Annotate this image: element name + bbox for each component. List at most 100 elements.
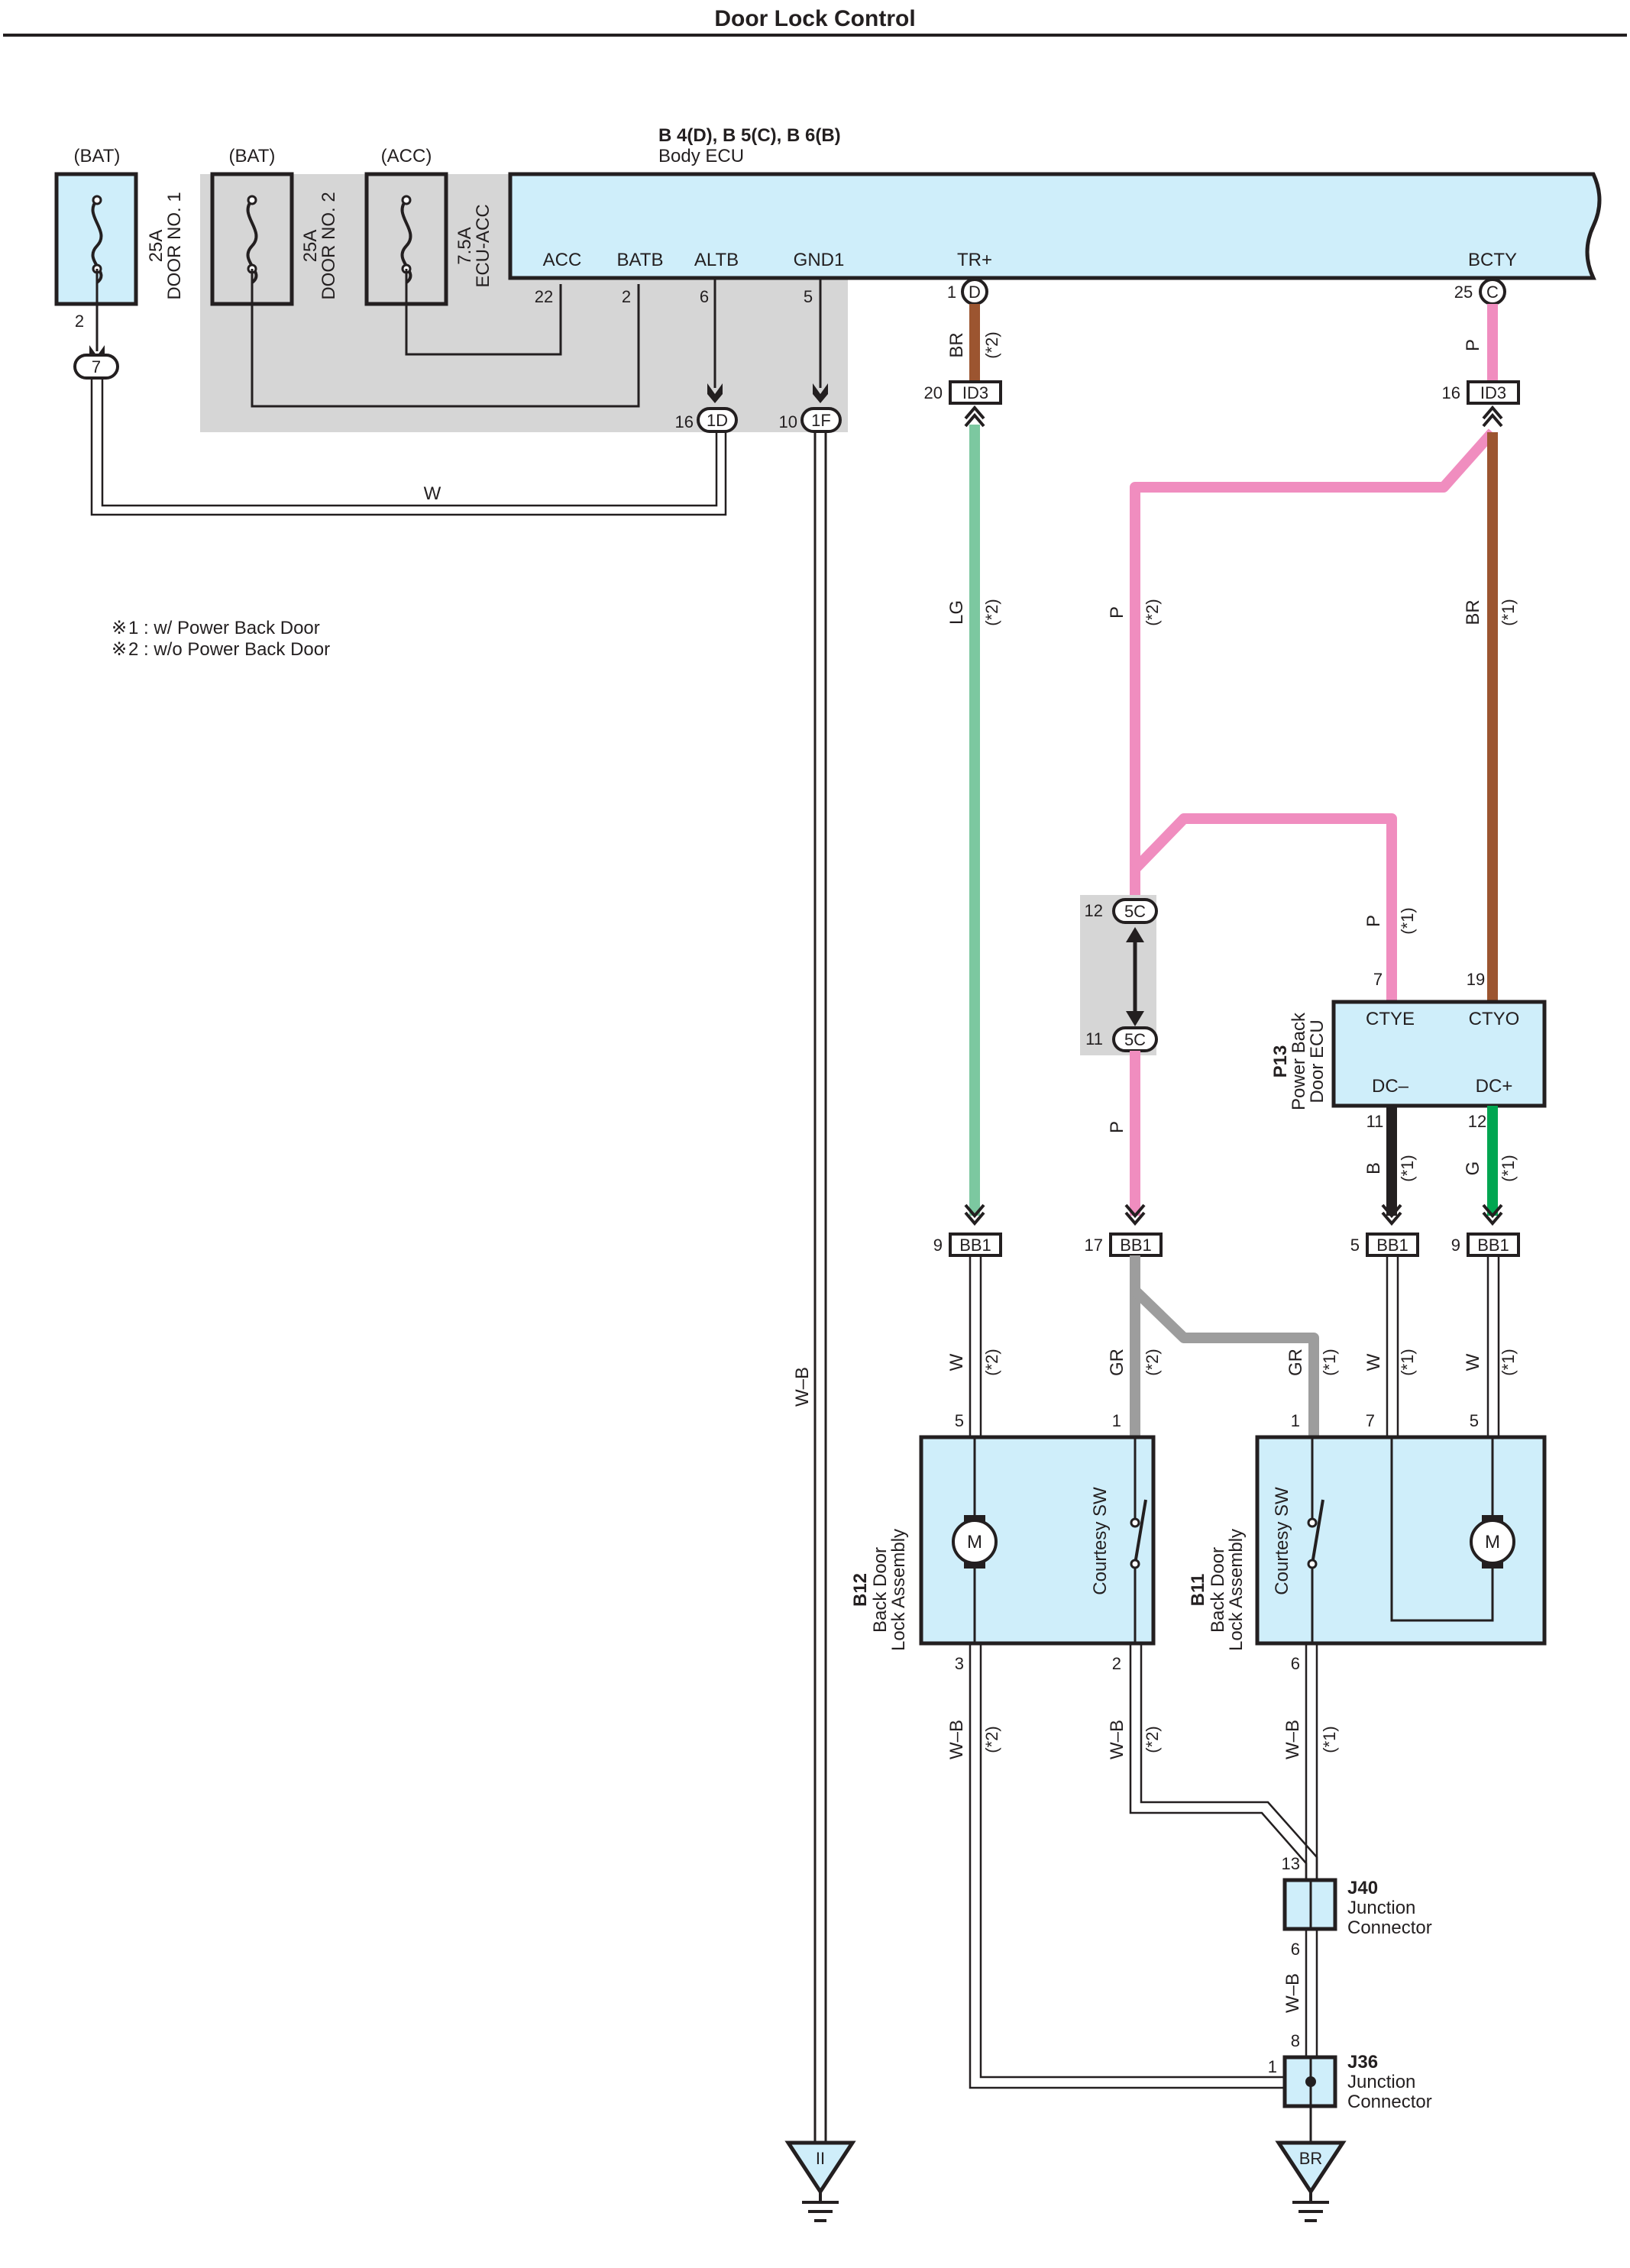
conn-id3-left xyxy=(949,380,1002,405)
note-mark-1: ※ xyxy=(112,618,127,638)
note-1: 1 : w/ Power Back Door xyxy=(128,618,320,638)
fuse3-symbol xyxy=(400,199,412,284)
term-gnd1: GND1 xyxy=(794,250,845,270)
j36-node xyxy=(1305,2076,1316,2087)
wire-gr-b11-note: (*1) xyxy=(1320,1349,1339,1375)
wire-w-b11b xyxy=(1486,1255,1500,1437)
b12-motor xyxy=(952,1519,998,1565)
pbd-ecu-box xyxy=(1331,1000,1547,1108)
fuse2-source: (BAT) xyxy=(229,146,276,166)
pin-bb1-1: 9 xyxy=(933,1236,943,1255)
wire-w-b12-label: W xyxy=(946,1353,967,1371)
fuse3-dot-top xyxy=(401,195,412,205)
pin-5c-bot: 11 xyxy=(1085,1029,1103,1048)
ground-br xyxy=(1275,2140,1347,2195)
wire-lg-label: LG xyxy=(946,600,967,625)
wire-w-b12 xyxy=(969,1255,982,1437)
j40-line2: Connector xyxy=(1347,1917,1432,1938)
wire-w-b11b-note: (*1) xyxy=(1499,1349,1518,1375)
j36-line2: Connector xyxy=(1347,2092,1432,2112)
wire-p-ecu xyxy=(1130,813,1397,1002)
b11-name-2: Lock Assembly xyxy=(1226,1529,1247,1651)
wire-wb-b12b-label: W–B xyxy=(1107,1720,1127,1759)
term-ctye: CTYE xyxy=(1366,1009,1415,1029)
fuse1-symbol xyxy=(91,199,103,284)
conn-bb1-2-label: BB1 xyxy=(1120,1236,1152,1255)
wire-w-b12-note: (*2) xyxy=(982,1349,1001,1375)
j40-line1: Junction xyxy=(1347,1898,1415,1918)
wire-p-mid xyxy=(1130,428,1497,906)
arrow-1d xyxy=(707,383,723,403)
term-trplus: TR+ xyxy=(957,250,992,270)
arrow-id3-right xyxy=(1482,405,1503,428)
wire-wb-b12b-note: (*2) xyxy=(1143,1726,1162,1753)
pin-id3-left: 20 xyxy=(924,383,943,402)
wire-b-dc-note: (*1) xyxy=(1398,1155,1417,1181)
term-batb: BATB xyxy=(617,250,664,270)
wire-wb-b12b xyxy=(1129,1643,1318,1880)
wire-gr-b11 xyxy=(1131,1286,1319,1437)
conn-id3-right-label: ID3 xyxy=(1480,383,1506,402)
conn-id3-right xyxy=(1467,380,1520,405)
fuse1-source: (BAT) xyxy=(74,146,121,166)
wire-g-dc-label: G xyxy=(1463,1161,1483,1176)
fuse2-dot-top xyxy=(247,195,257,205)
fuse3-source: (ACC) xyxy=(381,146,432,166)
wire-wb-junction xyxy=(1305,1929,1318,2057)
pbd-ecu-name-2: Door ECU xyxy=(1307,1019,1328,1103)
pin-bb1-3: 5 xyxy=(1350,1236,1360,1255)
b12-switch-label: Courtesy SW xyxy=(1090,1487,1111,1595)
b12-code: B12 xyxy=(850,1573,871,1607)
body-ecu-box xyxy=(508,172,1602,280)
conn-bb1-3 xyxy=(1366,1233,1419,1257)
j40-code: J40 xyxy=(1347,1878,1378,1898)
pin-dcplus: 12 xyxy=(1468,1112,1486,1131)
pin-b12-sw-top: 1 xyxy=(1112,1411,1121,1430)
ecu-connectors: B 4(D), B 5(C), B 6(B) xyxy=(658,125,841,146)
conn-7-label: 7 xyxy=(92,357,101,376)
b11-switch-dot-top xyxy=(1307,1517,1318,1528)
wire-p-top-label: P xyxy=(1463,339,1483,351)
pin-b12-sw-bottom: 2 xyxy=(1112,1654,1121,1673)
wire-p-low-label: P xyxy=(1107,1121,1127,1133)
ground-br-label: BR xyxy=(1299,2149,1323,2168)
pin-b11-in7: 7 xyxy=(1366,1411,1375,1430)
b12-switch-blade xyxy=(1134,1499,1147,1565)
b12-motor-label: M xyxy=(967,1532,982,1552)
b11-motor-label: M xyxy=(1485,1532,1500,1552)
j36-line1: Junction xyxy=(1347,2072,1415,2092)
pin-ctye: 7 xyxy=(1373,970,1383,989)
conn-d-label: D xyxy=(969,283,981,302)
fuse2-symbol xyxy=(246,199,258,284)
pin-b11-in5: 5 xyxy=(1470,1411,1479,1430)
conn-id3-left-label: ID3 xyxy=(962,383,988,402)
wire-w-b11a xyxy=(1386,1255,1399,1437)
term-bcty: BCTY xyxy=(1468,250,1517,270)
wire-w-left xyxy=(90,379,727,516)
b11-motor xyxy=(1470,1519,1515,1565)
arrow-bb1-1 xyxy=(964,1203,985,1226)
conn-1d-label: 1D xyxy=(707,411,728,430)
wire-wb-b11-note: (*1) xyxy=(1320,1726,1339,1753)
fuse1-rating: 25A xyxy=(146,230,167,263)
conn-bb1-2 xyxy=(1109,1233,1163,1257)
b12-name-2: Lock Assembly xyxy=(888,1529,909,1651)
b12-switch-dot-top xyxy=(1130,1517,1140,1528)
conn-5c-bot-label: 5C xyxy=(1124,1030,1146,1049)
wire-wb-b12a xyxy=(969,1643,1311,2089)
b11-switch-label: Courtesy SW xyxy=(1272,1487,1292,1595)
pin-id3-right: 16 xyxy=(1442,383,1460,402)
note-mark-2: ※ xyxy=(112,639,127,660)
pin-gnd1: 5 xyxy=(804,287,813,306)
diagram-title: Door Lock Control xyxy=(714,6,915,31)
wire-g-dc-note: (*1) xyxy=(1499,1155,1518,1181)
pin-j40-bottom: 6 xyxy=(1291,1940,1300,1959)
pin-b12-motor-top: 5 xyxy=(955,1411,964,1430)
arrow-bb1-3 xyxy=(1381,1203,1402,1226)
wire-door2-batb xyxy=(251,269,640,408)
wire-wb-b12a-note: (*2) xyxy=(982,1726,1001,1753)
fuse3-rating: 7.5A xyxy=(454,227,475,264)
wire-w-b11a-label: W xyxy=(1363,1353,1384,1371)
fuse3-name: ECU-ACC xyxy=(473,204,493,287)
